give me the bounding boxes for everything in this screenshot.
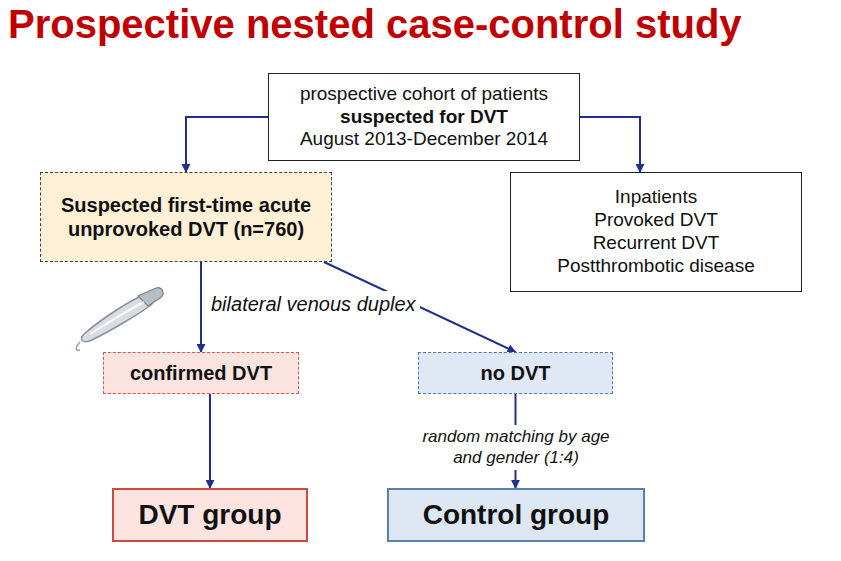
flow-arrow — [209, 394, 211, 488]
flow-arrow — [200, 262, 202, 352]
box-text: confirmed DVT — [130, 361, 272, 385]
inclusion-box: Suspected first-time acute unprovoked DV… — [40, 172, 332, 262]
flow-arrow — [186, 117, 268, 172]
edge-label: random matching by age and gender (1:4) — [412, 425, 620, 470]
confirmed-box: confirmed DVT — [103, 352, 299, 394]
box-text: suspected for DVT — [340, 106, 508, 129]
box-text: no DVT — [481, 361, 551, 385]
box-text: Control group — [423, 498, 610, 532]
negative-box: no DVT — [418, 352, 613, 394]
edge-label: bilateral venous duplex — [207, 291, 420, 318]
box-text: Postthrombotic disease — [557, 255, 755, 278]
box-text: Provoked DVT — [594, 209, 718, 232]
case-group-box: DVT group — [112, 488, 308, 542]
box-text: Suspected first-time acute unprovoked DV… — [49, 193, 323, 241]
box-text: August 2013-December 2014 — [300, 128, 548, 151]
diagram-title: Prospective nested case-control study — [8, 2, 742, 47]
box-text: Inpatients — [615, 186, 697, 209]
box-text: DVT group — [138, 498, 281, 532]
exclusion-box: InpatientsProvoked DVTRecurrent DVTPostt… — [510, 172, 802, 292]
box-text: Recurrent DVT — [593, 232, 720, 255]
flow-arrow — [580, 117, 640, 172]
ultrasound-probe — [76, 288, 163, 351]
control-group-box: Control group — [387, 488, 645, 542]
cohort-box: prospective cohort of patientssuspected … — [268, 73, 580, 161]
box-text: prospective cohort of patients — [300, 83, 548, 106]
